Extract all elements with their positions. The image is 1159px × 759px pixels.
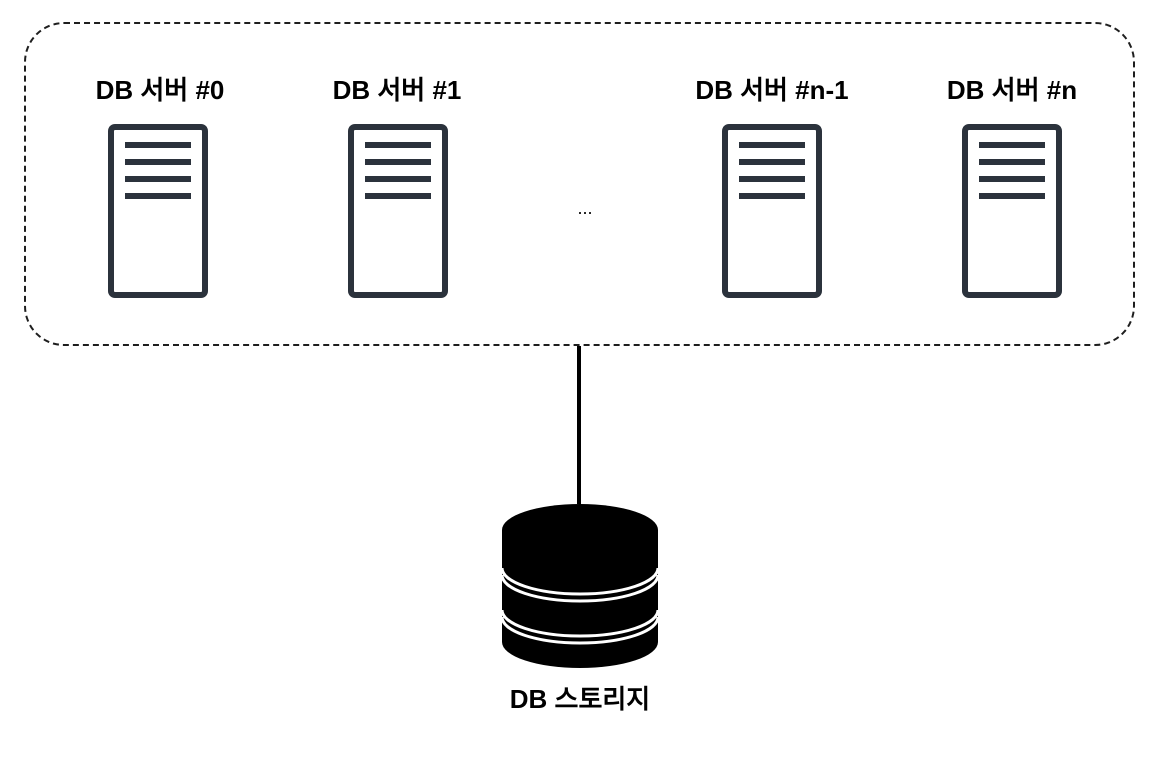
server-label-1: DB 서버 #1	[332, 75, 462, 105]
database-cylinder-icon	[500, 504, 660, 668]
server-icon	[962, 124, 1062, 298]
ellipsis-text: ...	[577, 198, 593, 218]
connector-line	[577, 346, 581, 504]
storage-label: DB 스토리지	[509, 684, 651, 714]
server-label-0: DB 서버 #0	[95, 75, 225, 105]
server-label-n-1: DB 서버 #n-1	[695, 75, 849, 105]
server-label-n: DB 서버 #n	[946, 75, 1078, 105]
db-server-cluster	[24, 22, 1135, 346]
server-icon	[722, 124, 822, 298]
server-icon	[348, 124, 448, 298]
server-icon	[108, 124, 208, 298]
